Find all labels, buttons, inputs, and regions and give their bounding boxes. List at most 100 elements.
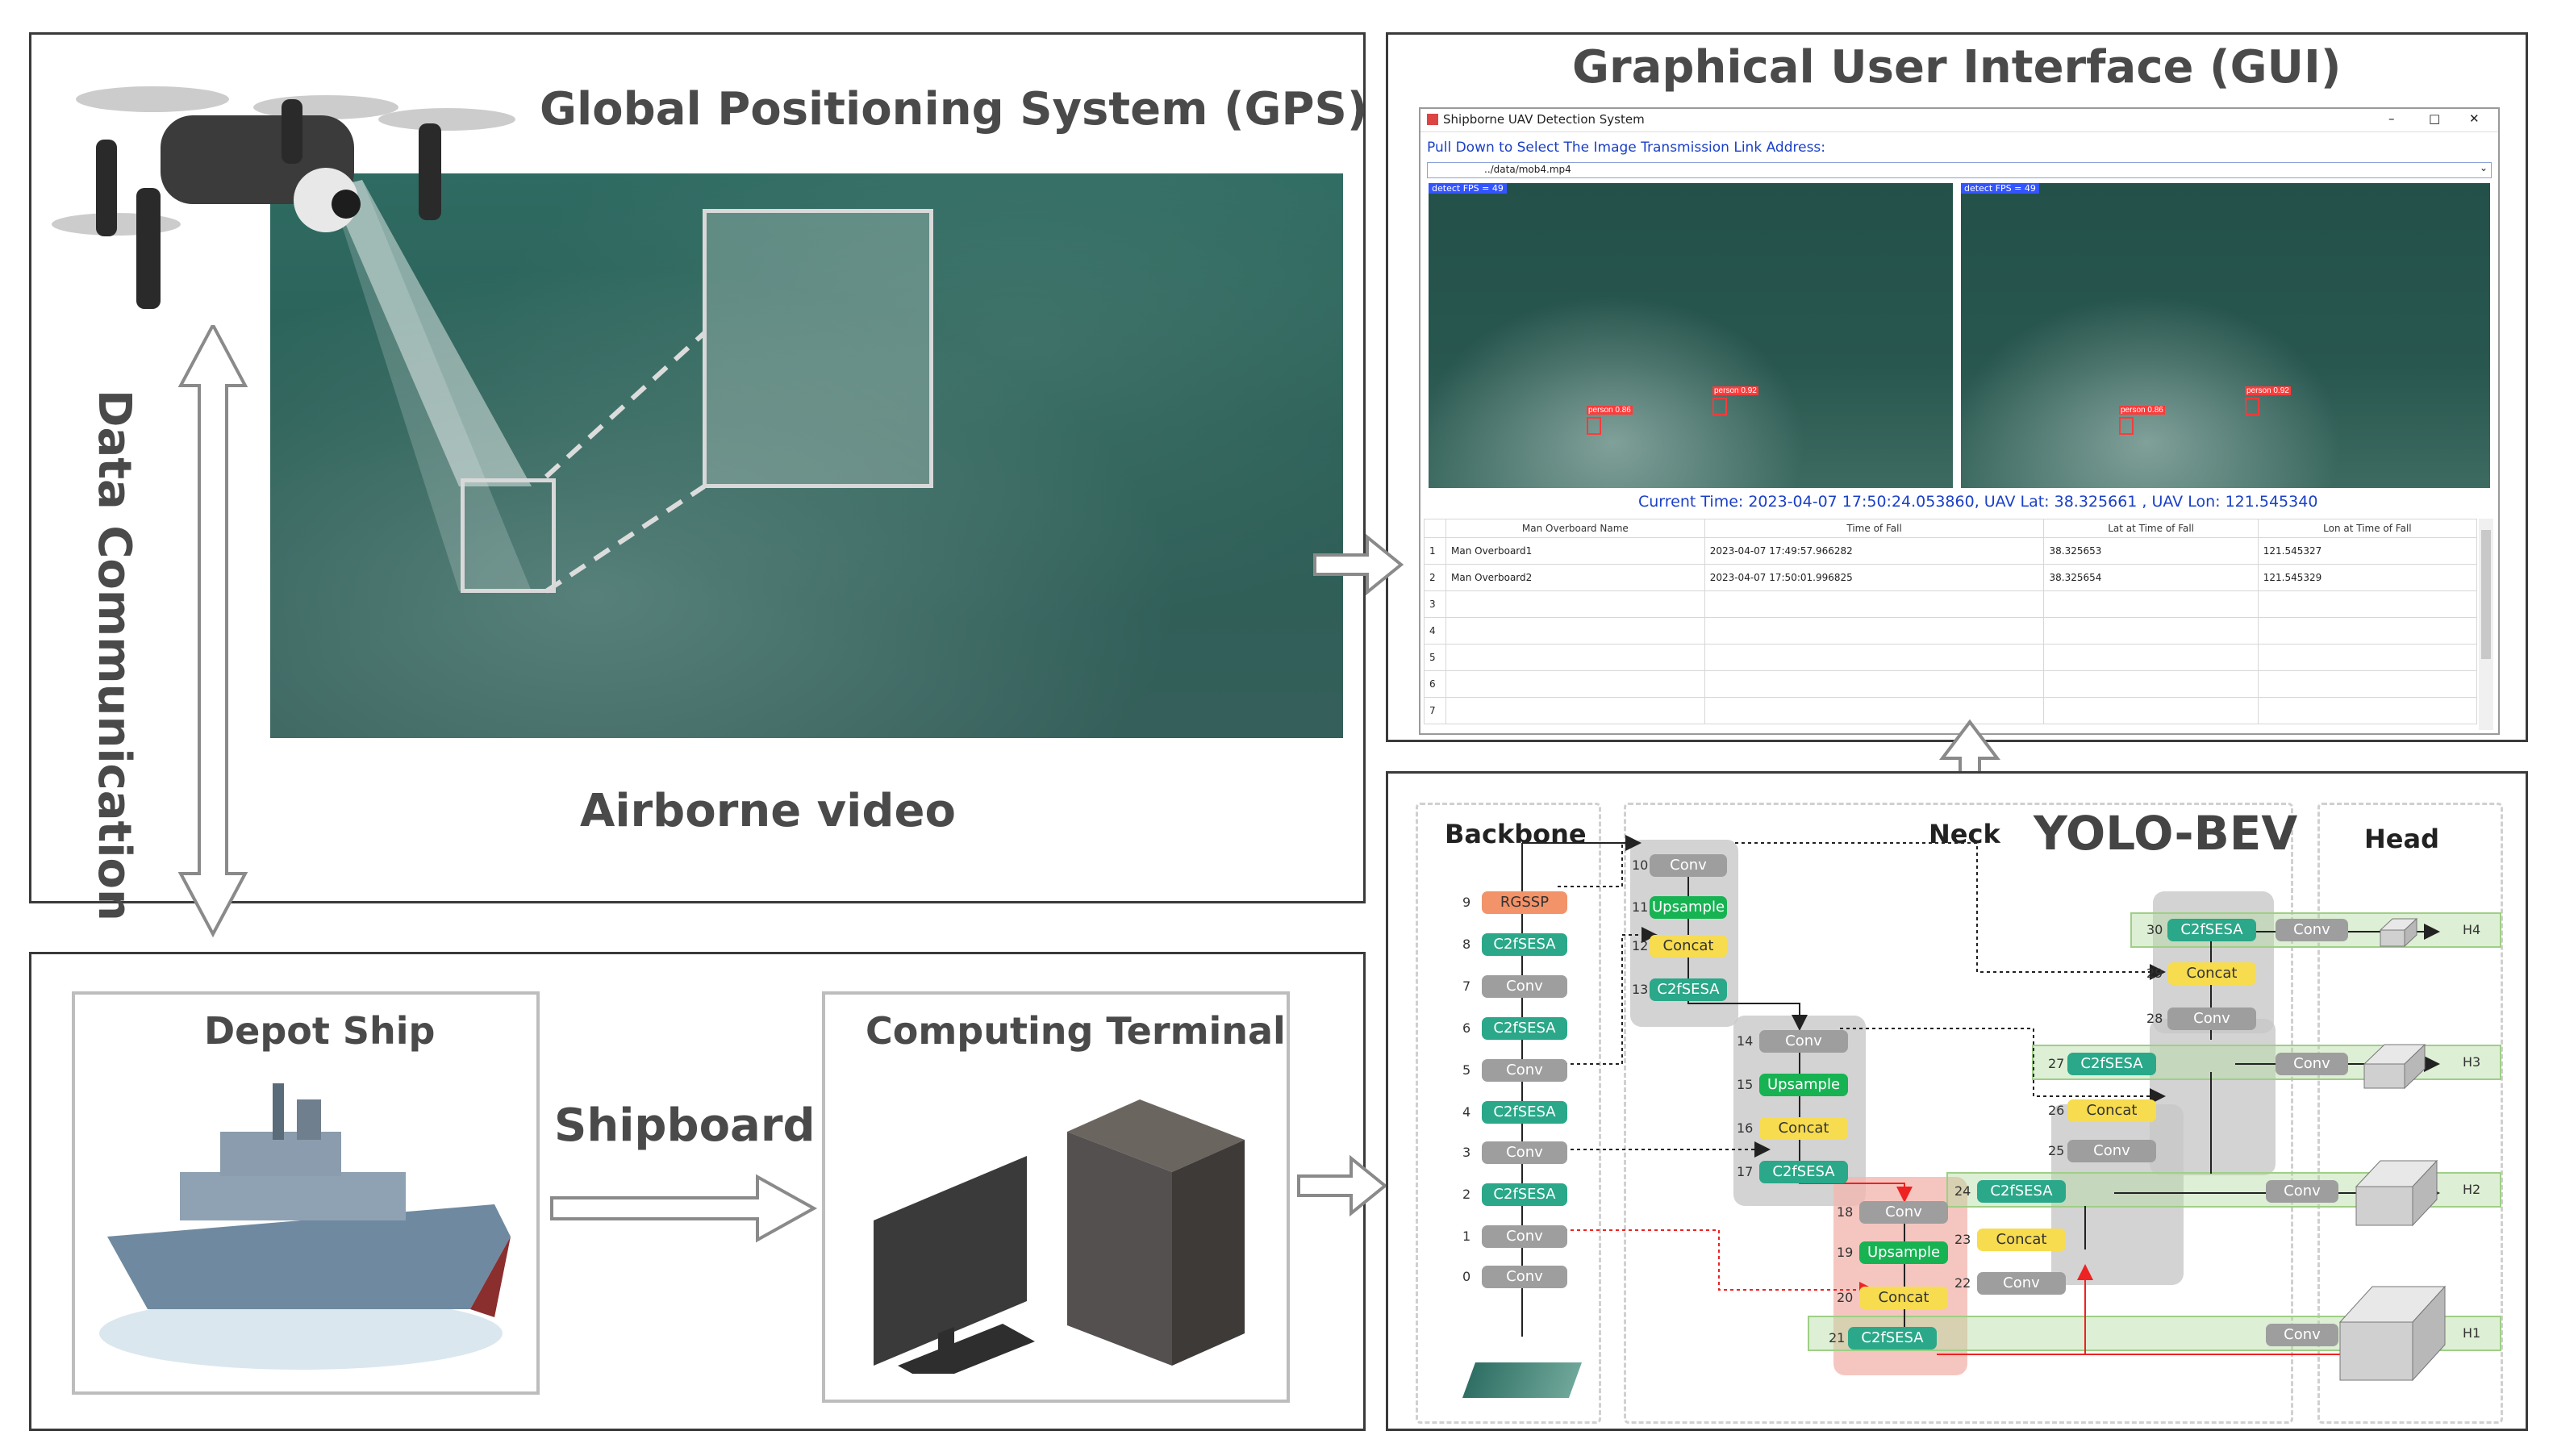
window-title: Shipborne UAV Detection System (1443, 112, 1645, 127)
layer-index: 13 (1632, 982, 1649, 997)
detection-box (1587, 417, 1601, 435)
table-row[interactable]: 7 (1424, 697, 2478, 724)
backbone-node: Conv (1482, 1141, 1567, 1164)
table-row[interactable]: 5 (1424, 644, 2478, 671)
layer-index: 27 (2048, 1056, 2065, 1071)
man-overboard-table: Man Overboard Name Time of Fall Lat at T… (1424, 519, 2478, 724)
backbone-node: Conv (1482, 975, 1567, 998)
layer-index: 6 (1462, 1020, 1471, 1036)
table-header-row: Man Overboard Name Time of Fall Lat at T… (1424, 519, 2478, 538)
backbone-node: C2fSESA (1482, 1183, 1567, 1206)
data-communication-arrow (177, 325, 248, 938)
backbone-node: Conv (1482, 1059, 1567, 1082)
table-cell: 38.325654 (2043, 564, 2259, 591)
yolo-panel: Backbone Neck Head YOLO-BEV (1386, 771, 2528, 1431)
col-header (1424, 519, 1446, 538)
layer-index: 4 (1462, 1104, 1471, 1120)
neck-node: Upsample (1859, 1241, 1948, 1264)
neck-node: Concat (1977, 1229, 2066, 1251)
backbone-node: C2fSESA (1482, 1017, 1567, 1040)
table-row[interactable]: 4 (1424, 617, 2478, 645)
table-row[interactable]: 3 (1424, 590, 2478, 618)
gui-window: Shipborne UAV Detection System – □ ✕ Pul… (1419, 107, 2500, 735)
head-conv: Conv (2266, 1180, 2338, 1203)
head-label-h4: H4 (2463, 922, 2481, 937)
shipboard-arrow (550, 1174, 818, 1243)
neck-node: Conv (1859, 1201, 1948, 1224)
link-address-dropdown[interactable]: ../data/mob4.mp4 ⌄ (1427, 162, 2492, 178)
head-conv: Conv (2266, 1324, 2338, 1346)
head-output-boxes (2338, 917, 2447, 1382)
table-cell: 2023-04-07 17:49:57.966282 (1704, 537, 2045, 565)
minimize-button[interactable]: – (2388, 111, 2395, 126)
layer-index: 19 (1837, 1245, 1854, 1260)
gps-to-gui-arrow (1313, 533, 1404, 596)
layer-index: 28 (2146, 1011, 2163, 1026)
neck-node: Concat (1759, 1117, 1848, 1140)
video-feed-right: detect FPS = 49 person 0.86 person 0.92 (1961, 183, 2490, 488)
layer-index: 7 (1462, 978, 1471, 994)
close-button[interactable]: ✕ (2469, 111, 2480, 126)
layer-index: 18 (1837, 1204, 1854, 1220)
computing-terminal-title: Computing Terminal (866, 1009, 1286, 1053)
layer-index: 9 (1462, 895, 1471, 910)
backbone-node: C2fSESA (1482, 1101, 1567, 1124)
layer-index: 24 (1954, 1183, 1971, 1199)
neck-node: C2fSESA (2167, 919, 2256, 941)
status-line: Current Time: 2023-04-07 17:50:24.053860… (1638, 493, 2318, 511)
table-cell: 38.325653 (2043, 537, 2259, 565)
neck-section (1624, 803, 2293, 1424)
fps-left: detect FPS = 49 (1429, 183, 1507, 194)
table-cell: Man Overboard2 (1445, 564, 1705, 591)
table-cell: 5 (1424, 644, 1446, 671)
gui-title: Graphical User Interface (GUI) (1572, 41, 2342, 94)
neck-node: C2fSESA (1650, 978, 1727, 1001)
chevron-down-icon: ⌄ (2479, 162, 2488, 173)
neck-node: Conv (1650, 854, 1727, 877)
gps-title: Global Positioning System (GPS) (540, 83, 1368, 136)
neck-node: C2fSESA (1848, 1327, 1937, 1350)
maximize-button[interactable]: □ (2429, 111, 2441, 126)
scrollbar-thumb[interactable] (2481, 530, 2491, 659)
layer-index: 10 (1632, 857, 1649, 873)
airborne-video-frame (270, 173, 1343, 738)
layer-index: 20 (1837, 1290, 1854, 1305)
layer-index: 26 (2048, 1103, 2065, 1118)
head-conv: Conv (2276, 1053, 2348, 1075)
layer-index: 12 (1632, 938, 1649, 953)
backbone-node-rgssp: RGSSP (1482, 891, 1567, 914)
neck-node: C2fSESA (2067, 1053, 2156, 1075)
neck-node: Concat (2167, 962, 2256, 985)
table-cell: 2023-04-07 17:50:01.996825 (1704, 564, 2045, 591)
layer-index: 29 (2146, 966, 2163, 981)
gps-panel: Global Positioning System (GPS) Data Com… (29, 32, 1368, 938)
backbone-title: Backbone (1445, 819, 1587, 849)
detection-label: person 0.92 (2245, 386, 2291, 395)
dropdown-label: Pull Down to Select The Image Transmissi… (1427, 140, 1826, 156)
layer-index: 22 (1954, 1275, 1971, 1291)
layer-index: 8 (1462, 937, 1471, 952)
app-icon (1427, 114, 1438, 125)
neck-node: Concat (2067, 1099, 2156, 1122)
camera-view-cone (330, 180, 707, 594)
neck-node: C2fSESA (1759, 1161, 1848, 1183)
neck-node: Upsample (1650, 896, 1727, 919)
head-label-h3: H3 (2463, 1054, 2481, 1070)
depot-ship-box: Depot Ship (72, 991, 540, 1395)
backbone-node: Conv (1482, 1266, 1567, 1288)
table-row[interactable]: 6 (1424, 670, 2478, 698)
gui-panel: Graphical User Interface (GUI) Shipborne… (1386, 32, 2528, 742)
layer-index: 25 (2048, 1143, 2065, 1158)
backbone-node: C2fSESA (1482, 933, 1567, 956)
table-cell: 6 (1424, 670, 1446, 698)
head-label-h1: H1 (2463, 1325, 2481, 1341)
detection-label: person 0.86 (1587, 406, 1633, 415)
zoom-inset (703, 209, 933, 488)
layer-index: 17 (1737, 1164, 1754, 1179)
head-conv: Conv (2276, 919, 2348, 941)
col-header: Lon at Time of Fall (2257, 519, 2478, 538)
table-scrollbar[interactable] (2479, 519, 2493, 730)
col-header: Lat at Time of Fall (2043, 519, 2259, 538)
